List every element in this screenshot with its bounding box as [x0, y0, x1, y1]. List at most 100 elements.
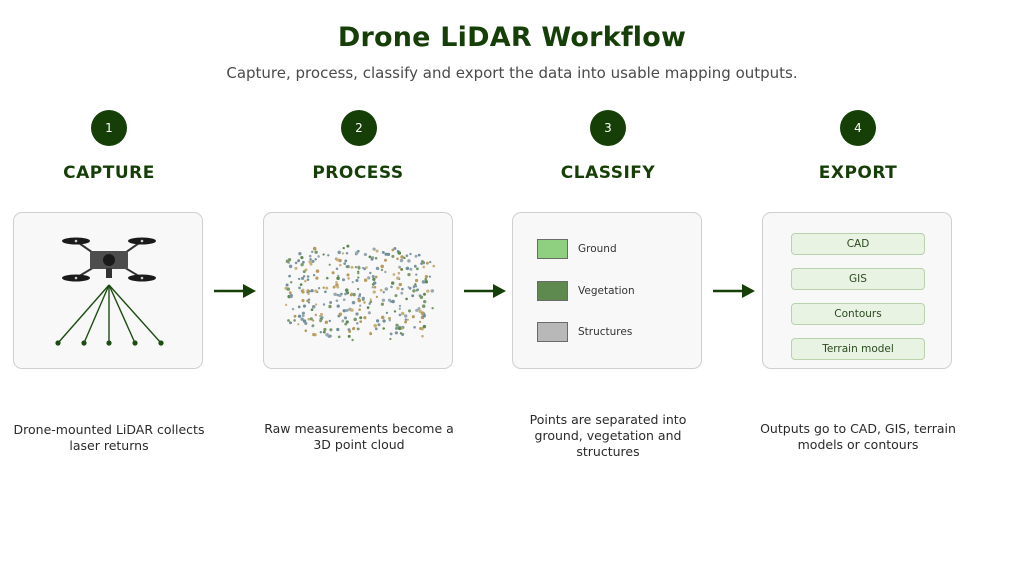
point-cloud-dot — [342, 298, 346, 302]
point-cloud-dot — [307, 317, 311, 321]
step-2-description: Raw measurements become a 3D point cloud — [254, 421, 464, 453]
point-cloud-dot — [351, 300, 356, 305]
point-cloud-dot — [405, 266, 410, 271]
point-cloud-dot — [289, 281, 293, 284]
point-cloud-dot — [304, 279, 307, 283]
point-cloud-dot — [393, 246, 397, 251]
point-cloud-dot — [401, 287, 404, 291]
point-cloud-dot — [415, 308, 419, 312]
point-cloud-dot — [319, 319, 322, 323]
point-cloud-dot — [369, 298, 372, 301]
point-cloud-dot — [398, 304, 402, 308]
legend-label: Structures — [578, 326, 633, 338]
point-cloud-dot — [419, 295, 424, 300]
point-cloud-dot — [374, 275, 378, 279]
point-cloud-icon — [284, 244, 436, 342]
point-cloud-dot — [417, 307, 421, 311]
point-cloud-dot — [312, 246, 317, 251]
point-cloud-dot — [325, 286, 329, 290]
point-cloud-dot — [310, 289, 314, 293]
point-cloud-dot — [355, 312, 359, 316]
point-cloud-dot — [297, 305, 301, 309]
point-cloud-dot — [422, 292, 427, 296]
point-cloud-dot — [333, 292, 337, 297]
point-cloud-dot — [309, 317, 313, 321]
point-cloud-dot — [384, 258, 387, 262]
point-cloud-dot — [347, 334, 351, 338]
point-cloud-dot — [353, 317, 357, 322]
point-cloud-dot — [314, 303, 318, 306]
point-cloud-dot — [411, 294, 415, 298]
point-cloud-dot — [380, 315, 385, 320]
point-cloud-dot — [329, 301, 333, 304]
point-cloud-dot — [355, 251, 359, 255]
point-cloud-dot — [309, 258, 312, 261]
point-cloud-dot — [356, 327, 360, 331]
point-cloud-dot — [366, 306, 370, 309]
point-cloud-dot — [414, 278, 419, 283]
point-cloud-dot — [357, 287, 360, 291]
point-cloud-dot — [301, 276, 305, 280]
point-cloud-dot — [345, 320, 349, 324]
point-cloud-dot — [307, 298, 311, 301]
point-cloud-dot — [307, 301, 311, 304]
output-cad: CAD — [791, 233, 925, 255]
point-cloud-dot — [343, 316, 348, 320]
point-cloud-dot — [389, 337, 392, 341]
point-cloud-dot — [336, 274, 340, 278]
point-cloud-dot — [424, 279, 429, 284]
point-cloud-dot — [426, 289, 430, 293]
point-cloud-dot — [346, 273, 350, 277]
point-cloud-dot — [287, 319, 290, 322]
drone-lidar-icon — [55, 237, 164, 346]
point-cloud-dot — [372, 290, 376, 294]
point-cloud-dot — [413, 265, 417, 268]
point-cloud-dot — [347, 277, 350, 280]
step-2-description-line: Raw measurements become a — [264, 421, 454, 436]
point-cloud-dot — [371, 275, 375, 278]
point-cloud-dot — [396, 286, 400, 290]
point-cloud-dot — [301, 314, 305, 318]
point-cloud-dot — [298, 277, 301, 281]
point-cloud-dot — [388, 318, 392, 322]
point-cloud-dot — [407, 259, 411, 263]
point-cloud-dot — [356, 322, 359, 325]
point-cloud-dot — [359, 304, 362, 307]
point-cloud-dot — [319, 312, 324, 316]
point-cloud-dot — [424, 277, 428, 281]
point-cloud-dot — [299, 283, 303, 286]
point-cloud-dot — [314, 313, 317, 317]
output-gis: GIS — [791, 268, 925, 290]
point-cloud-dot — [322, 303, 326, 306]
point-cloud-dot — [431, 306, 434, 310]
point-cloud-dot — [301, 299, 305, 303]
point-cloud-dot — [344, 292, 347, 296]
point-cloud-dot — [397, 271, 401, 275]
point-cloud-dot — [407, 309, 412, 313]
point-cloud-dot — [314, 289, 318, 293]
point-cloud-dot — [342, 309, 346, 313]
point-cloud-dot — [368, 255, 372, 259]
point-cloud-dot — [394, 294, 398, 298]
classify-card: Ground Vegetation Structures — [512, 212, 702, 369]
point-cloud-dot — [382, 319, 386, 323]
point-cloud-dot — [400, 311, 405, 316]
point-cloud-dot — [336, 276, 340, 281]
point-cloud-dot — [413, 326, 416, 329]
point-cloud-dot — [310, 250, 314, 254]
point-cloud-dot — [357, 276, 360, 279]
point-cloud-dot — [390, 285, 393, 289]
point-cloud-dot — [404, 320, 408, 324]
point-cloud-dot — [297, 259, 301, 263]
point-cloud-dot — [325, 333, 329, 337]
point-cloud-dot — [396, 276, 400, 280]
point-cloud-dot — [300, 256, 304, 260]
point-cloud-dot — [386, 252, 391, 257]
point-cloud-dot — [373, 281, 377, 285]
point-cloud-dot — [351, 338, 354, 342]
point-cloud-dot — [400, 291, 404, 295]
step-1-description-line: Drone-mounted LiDAR collects — [13, 422, 205, 437]
point-cloud-dot — [363, 252, 368, 257]
point-cloud-dot — [415, 273, 418, 276]
step-2-description-line: 3D point cloud — [313, 437, 405, 452]
